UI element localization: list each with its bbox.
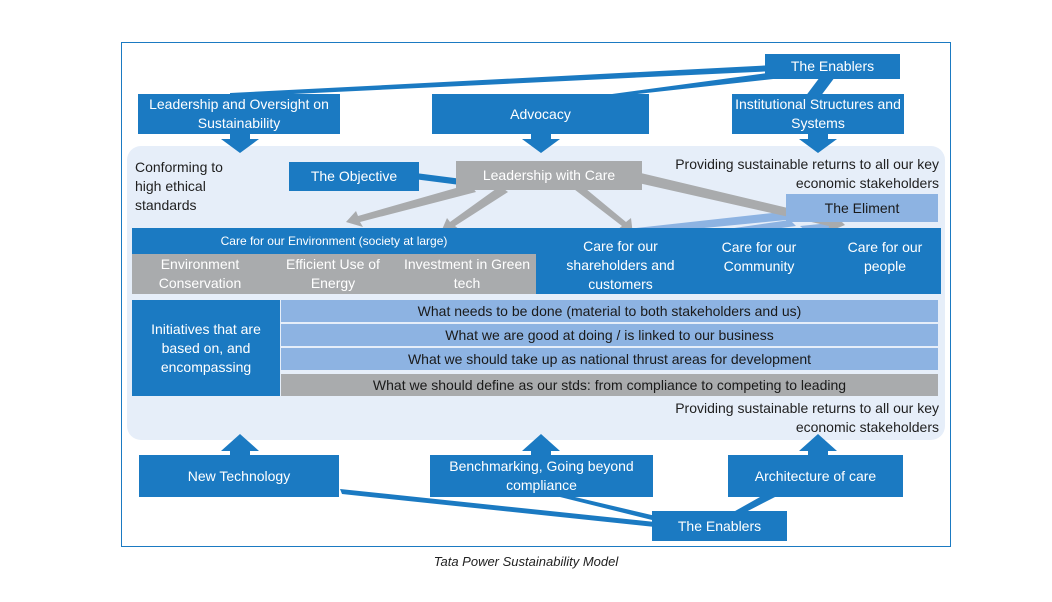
grey-arrow-green xyxy=(441,186,508,232)
enablers-connector-right xyxy=(805,77,835,97)
criteria-row-2: What we are good at doing / is linked to… xyxy=(281,324,938,346)
leadership-oversight-box: Leadership and Oversight on Sustainabili… xyxy=(138,94,340,134)
enablers-connector-mid xyxy=(590,70,800,97)
care-block xyxy=(536,228,941,294)
bottom-connector-left xyxy=(340,489,655,527)
enablers-label-bottom: The Enablers xyxy=(652,511,787,541)
benchmarking-box: Benchmarking, Going beyond compliance xyxy=(430,455,653,497)
enablers-connector-left xyxy=(230,65,775,97)
objective-label: The Objective xyxy=(289,162,419,191)
figure-caption: Tata Power Sustainability Model xyxy=(433,554,619,569)
green-tech-item: Investment in Green tech xyxy=(398,254,536,294)
diagram-frame xyxy=(121,42,951,547)
enablers-label-top: The Enablers xyxy=(765,54,900,79)
environment-header: Care for our Environment (society at lar… xyxy=(132,228,536,254)
arrow-down-leadership xyxy=(221,133,259,153)
criteria-row-3: What we should take up as national thrus… xyxy=(281,348,938,370)
leadership-with-care-box: Leadership with Care xyxy=(456,161,642,190)
conforming-text: Conforming to high ethical standards xyxy=(135,159,223,213)
returns-text-bottom: Providing sustainable returns to all our… xyxy=(675,400,939,435)
arrow-up-architecture xyxy=(799,434,837,455)
advocacy-box: Advocacy xyxy=(432,94,649,134)
bottom-connector-mid xyxy=(560,497,660,522)
returns-text-top: Providing sustainable returns to all our… xyxy=(675,156,939,191)
arrow-up-benchmarking xyxy=(522,434,560,455)
new-technology-box: New Technology xyxy=(139,455,339,497)
grey-arrow-shareholders xyxy=(570,184,633,235)
initiatives-box: Initiatives that are based on, and encom… xyxy=(132,300,280,396)
environment-conservation-item: Environment Conservation xyxy=(132,254,268,294)
efficient-energy-item: Efficient Use of Energy xyxy=(268,254,398,294)
eliment-label: The Eliment xyxy=(786,194,938,222)
grey-arrow-environment xyxy=(346,184,476,227)
institutional-structures-box: Institutional Structures and Systems xyxy=(732,94,904,134)
criteria-row-4: What we should define as our stds: from … xyxy=(281,374,938,396)
criteria-row-1: What needs to be done (material to both … xyxy=(281,300,938,322)
bottom-connector-right xyxy=(728,497,775,515)
care-community-text: Care for our Community xyxy=(721,239,797,274)
arrow-down-institutional xyxy=(799,133,837,153)
care-shareholders-text: Care for our shareholders and customers xyxy=(566,237,675,292)
care-people-text: Care for our people xyxy=(847,239,923,274)
architecture-of-care-box: Architecture of care xyxy=(728,455,903,497)
arrow-up-newtech xyxy=(221,434,259,455)
arrow-down-advocacy xyxy=(522,133,560,153)
